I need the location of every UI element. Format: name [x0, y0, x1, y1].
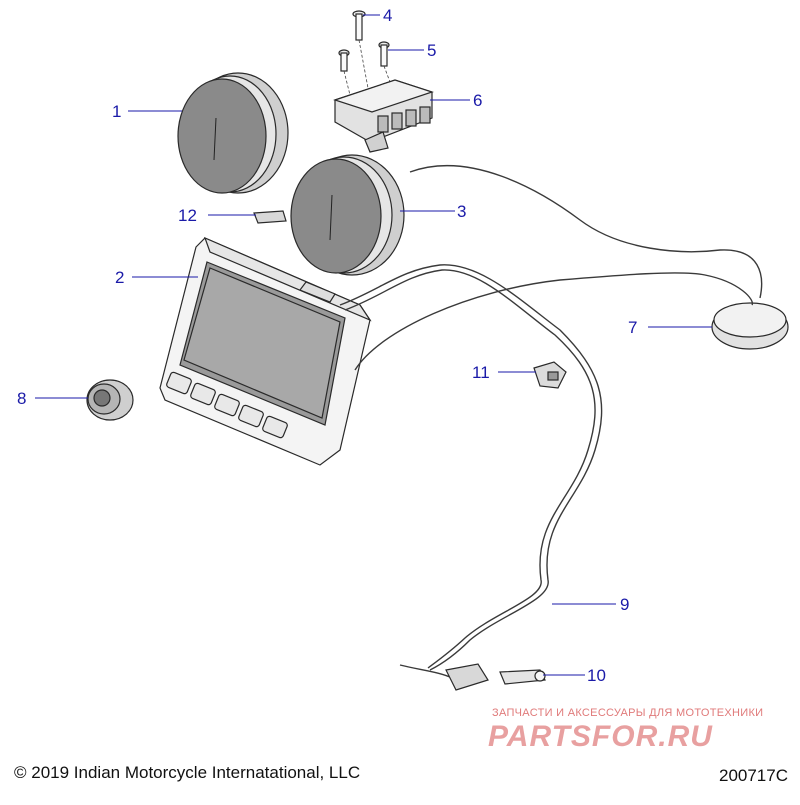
callout-4: 4	[383, 6, 392, 25]
callout-2: 2	[115, 268, 124, 287]
screw-5a	[338, 49, 350, 72]
speaker-cover-left	[177, 72, 289, 194]
callout-1: 1	[112, 102, 121, 121]
watermark-tagline: ЗАПЧАСТИ И АКСЕССУАРЫ ДЛЯ МОТОТЕХНИКИ	[492, 707, 764, 719]
speaker-cover-right	[290, 154, 405, 276]
callout-6: 6	[473, 91, 482, 110]
callout-8: 8	[17, 389, 26, 408]
callout-10: 10	[587, 666, 606, 685]
wiring-harness	[339, 164, 763, 679]
amplifier-module	[333, 79, 434, 153]
callout-7: 7	[628, 318, 637, 337]
callout-3: 3	[457, 202, 466, 221]
control-knob	[86, 379, 134, 421]
screw-5b	[378, 41, 390, 67]
callout-9: 9	[620, 595, 629, 614]
callout-12: 12	[178, 206, 197, 225]
callout-11: 11	[472, 363, 490, 382]
terminal-cap	[499, 669, 546, 685]
antenna-puck	[711, 302, 789, 350]
display-buttons	[166, 371, 288, 439]
display-unit	[159, 236, 372, 466]
watermark-logo: PARTSFOR.RU	[488, 720, 713, 753]
copyright-notice: © 2019 Indian Motorcycle Internatational…	[14, 763, 361, 782]
screw-4	[352, 10, 366, 41]
callout-5: 5	[427, 41, 436, 60]
drawing-number: 200717C	[718, 766, 788, 785]
harness-end-connector	[445, 663, 489, 691]
wire-connector	[533, 361, 567, 389]
adhesive-pad	[253, 210, 287, 224]
